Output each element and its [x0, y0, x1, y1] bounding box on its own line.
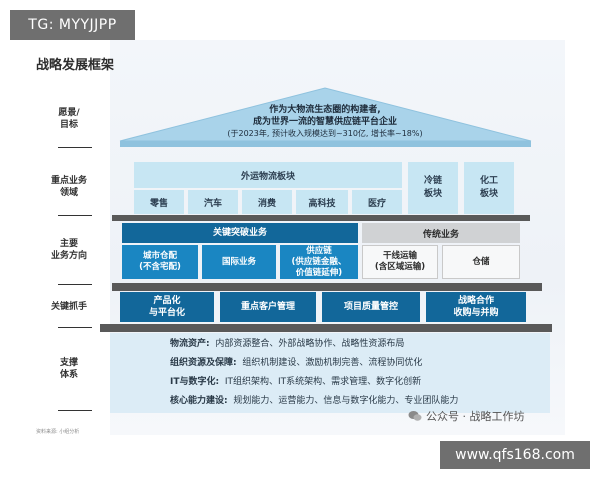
- cold-chain-block: 冷链 板块: [408, 162, 458, 214]
- vision-line-3: (于2023年, 预计收入规模达到~310亿, 增长率~18%): [227, 129, 423, 138]
- side-divider: [58, 410, 92, 411]
- watermark-tag: TG: MYYJJPP: [10, 10, 135, 40]
- international-business: 国际业务: [202, 245, 276, 279]
- traditional-header: 传统业务: [362, 223, 520, 243]
- support-text: 规划能力、运营能力、信息与数字化能力、专业团队能力: [233, 396, 459, 406]
- lever-strategic-ma: 战略合作 收购与并购: [426, 292, 526, 322]
- support-key: 物流资产:: [170, 339, 210, 349]
- domain-high-tech: 高科技: [296, 190, 348, 214]
- trunk-transport: 干线运输 (含区域运输): [362, 245, 438, 279]
- vision-line-1: 作为大物流生态圈的构建者,: [269, 105, 381, 115]
- lever-key-account: 重点客户管理: [220, 292, 316, 322]
- domain-medical: 医疗: [352, 190, 402, 214]
- supply-chain-business: 供应链 (供应链金融、 价值链延伸): [280, 245, 358, 279]
- divider-slab: [112, 215, 530, 221]
- side-label-business-direction: 主要 业务方向: [50, 239, 87, 261]
- lever-productization: 产品化 与平台化: [120, 292, 214, 322]
- side-divider: [58, 215, 92, 216]
- side-divider: [58, 147, 92, 148]
- support-row: 组织资源及保障: 组织机制建设、激励机制完善、流程协同优化: [130, 353, 535, 370]
- lever-quality-control: 项目质量管控: [322, 292, 420, 322]
- divider-slab: [100, 324, 552, 332]
- chemical-block: 化工 板块: [464, 162, 514, 214]
- domain-auto: 汽车: [188, 190, 238, 214]
- breakthrough-header: 关键突破业务: [122, 223, 358, 243]
- warehousing: 仓储: [442, 245, 520, 279]
- side-label-vision: 愿景/ 目标: [58, 108, 80, 130]
- domain-retail: 零售: [134, 190, 184, 214]
- wechat-icon: [408, 411, 422, 421]
- support-row: IT与数字化: IT组织架构、IT系统架构、需求管理、数字化创新: [130, 372, 535, 389]
- wechat-account: 公众号 · 战略工作坊: [426, 410, 525, 423]
- divider-slab: [112, 283, 542, 291]
- support-text: 组织机制建设、激励机制完善、流程协同优化: [242, 358, 423, 368]
- city-warehouse-distribution: 城市仓配 (不含宅配): [122, 245, 198, 279]
- support-key: 组织资源及保障:: [170, 358, 237, 368]
- source-footnote: 资料来源: 小组分析: [36, 429, 80, 435]
- url-tag: www.qfs168.com: [440, 441, 590, 469]
- support-key: IT与数字化:: [170, 377, 220, 387]
- support-key: 核心能力建设:: [170, 396, 228, 406]
- page-title: 战略发展框架: [36, 58, 115, 73]
- support-row: 核心能力建设: 规划能力、运营能力、信息与数字化能力、专业团队能力: [130, 391, 535, 408]
- wechat-watermark: 公众号 · 战略工作坊: [408, 408, 525, 424]
- side-label-support: 支撑 体系: [59, 358, 78, 380]
- side-divider: [58, 284, 92, 285]
- side-divider: [58, 327, 92, 328]
- support-text: IT组织架构、IT系统架构、需求管理、数字化创新: [224, 377, 422, 387]
- vision-line-2: 成为世界一流的智慧供应链平台企业: [252, 117, 397, 127]
- side-label-key-domains: 重点业务 领域: [50, 176, 87, 198]
- side-label-key-levers: 关键抓手: [50, 302, 87, 312]
- support-base: [110, 333, 550, 413]
- support-text: 内部资源整合、外部战略协作、战略性资源布局: [215, 339, 405, 349]
- outbound-logistics-header: 外运物流板块: [134, 162, 402, 188]
- domain-consumer: 消费: [242, 190, 292, 214]
- support-row: 物流资产: 内部资源整合、外部战略协作、战略性资源布局: [130, 334, 535, 351]
- roof-pediment: [119, 87, 532, 147]
